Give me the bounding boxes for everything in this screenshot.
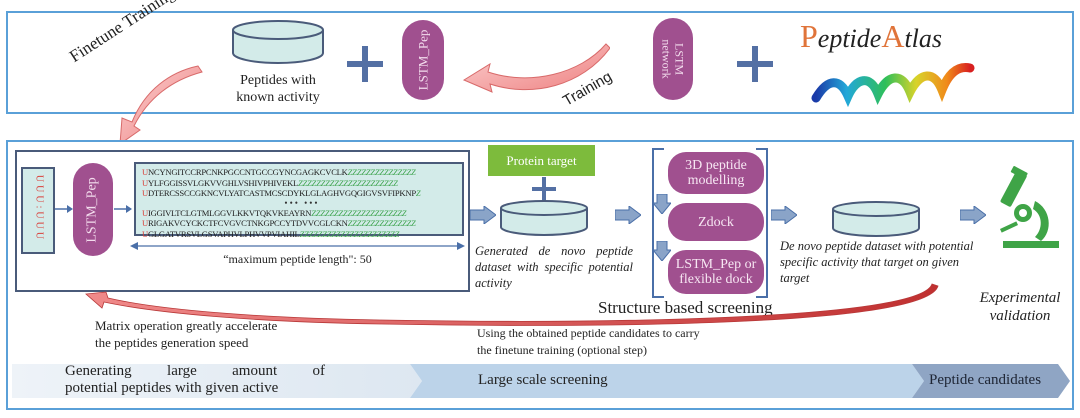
stage-screening-band xyxy=(410,364,924,398)
stage-generation-label-2: potential peptides with given active xyxy=(65,380,279,396)
block-arrow-icon xyxy=(960,206,986,224)
sequence-row: UGLGATVRSVLGSVAPHVLPHVVPVIAHILZZZZZZZZZZ… xyxy=(142,228,400,239)
denovo-dataset-database-icon xyxy=(832,201,920,237)
input-token: U xyxy=(33,185,45,196)
finetune-note-2: the finetune training (optional step) xyxy=(477,343,647,357)
experimental-label-2: validation xyxy=(989,308,1051,324)
training-curved-arrow xyxy=(462,43,610,93)
max-length-label: “maximum peptide length": 50 xyxy=(223,252,372,266)
length-double-arrow xyxy=(130,242,465,250)
generator-frame xyxy=(15,150,470,292)
lstm-network-model: LSTM network xyxy=(653,18,693,100)
input-token: U xyxy=(33,195,45,206)
logo-tlas: tlas xyxy=(904,24,943,53)
stage-screening-label: Large scale screening xyxy=(478,372,608,388)
stage-generation-label-1: Generating large amount of xyxy=(65,363,325,379)
screening-step-lstm-flexible-dock: LSTM_Pep or flexible dock xyxy=(668,250,764,294)
matrix-note-1: Matrix operation greatly accelerate xyxy=(95,318,278,333)
helix-icon xyxy=(811,63,975,108)
plus-icon xyxy=(347,46,383,82)
matrix-note-2: the peptides generation speed xyxy=(95,335,249,350)
plus-icon xyxy=(737,46,773,82)
arrow-right-icon xyxy=(114,205,132,213)
screening-step-zdock: Zdock xyxy=(668,203,764,241)
generated-sequences-matrix: UNCYNGITCCRPCNKPGCCNTGCCGYNCGAGKCVCLKZZZ… xyxy=(134,162,464,239)
denovo-dataset-label: De novo peptide dataset with potential s… xyxy=(780,239,974,285)
input-token: U xyxy=(33,231,45,243)
sequence-row: UDTERCSSCCGKNCVLYATCASTMCSCDYKLGLAGHVGQG… xyxy=(142,188,421,199)
known-peptides-database-icon xyxy=(232,20,324,64)
pretraining-panel xyxy=(6,11,1074,114)
logo-letter-a: A xyxy=(881,18,905,54)
sequence-row: UNCYNGITCCRPCNKPGCCNTGCCGYNCGAGKCVCLKZZZ… xyxy=(142,167,416,177)
plus-icon xyxy=(532,177,556,201)
block-arrow-icon xyxy=(771,206,797,224)
screening-bracket xyxy=(652,148,768,298)
lstm-pep-model: LSTM_Pep xyxy=(402,20,444,100)
input-token: U xyxy=(33,211,45,222)
lstm-pep-generator: LSTM_Pep xyxy=(73,163,113,256)
known-peptides-label-1: Peptides with xyxy=(240,73,316,88)
generated-dataset-database-icon xyxy=(500,200,588,236)
stage-candidates-label: Peptide candidates xyxy=(929,372,1042,388)
sequence-row: UIGGIVLTCLGTMLGGVLKKVTQKVKEAYRNZZZZZZZZZ… xyxy=(142,207,407,218)
generated-dataset-label: Generated de novo peptide dataset with s… xyxy=(475,244,633,290)
lstm-network-label-1: LSTM xyxy=(672,42,687,76)
protein-target-box: Protein target xyxy=(488,145,595,176)
sequence-ellipsis: ••• ••• xyxy=(284,197,320,208)
finetune-curved-arrow xyxy=(119,65,203,146)
peptide-atlas-logo-text: PeptideAtlas xyxy=(800,18,942,57)
stage-generation-band xyxy=(12,364,422,398)
logo-letter-p: P xyxy=(800,18,818,54)
lstm-network-label-2: network xyxy=(659,39,674,79)
arrow-right-icon xyxy=(55,205,73,213)
input-token: U xyxy=(33,221,45,232)
stage-bands xyxy=(12,364,1070,398)
experimental-label-1: Experimental xyxy=(979,290,1061,306)
sequence-row: UYLFGGISSVLGKVVGHLVSHIVPHIVEKLZZZZZZZZZZ… xyxy=(142,177,398,188)
structure-screening-label: Structure based screening xyxy=(598,298,773,317)
block-arrow-icon xyxy=(615,206,641,224)
stage-candidates-band xyxy=(912,364,1070,398)
finetune-note-1: Using the obtained peptide candidates to… xyxy=(477,326,700,340)
down-arrow-icon xyxy=(653,194,671,214)
screening-step-3d-modelling: 3D peptide modelling xyxy=(668,152,764,194)
known-peptides-label-2: known activity xyxy=(236,90,320,105)
feedback-curved-arrow xyxy=(85,283,939,326)
microscope-icon xyxy=(999,166,1059,248)
sequence-row: URIGAKVCYCKCTFCVGVCTNKGPCCYTDVVCGLCKNZZZ… xyxy=(142,218,416,229)
logo-eptide: eptide xyxy=(817,24,882,53)
block-arrow-icon xyxy=(470,206,496,224)
input-token: U xyxy=(33,174,45,186)
input-token-box: UUU:UUU xyxy=(21,167,55,254)
down-arrow-icon xyxy=(653,241,671,261)
